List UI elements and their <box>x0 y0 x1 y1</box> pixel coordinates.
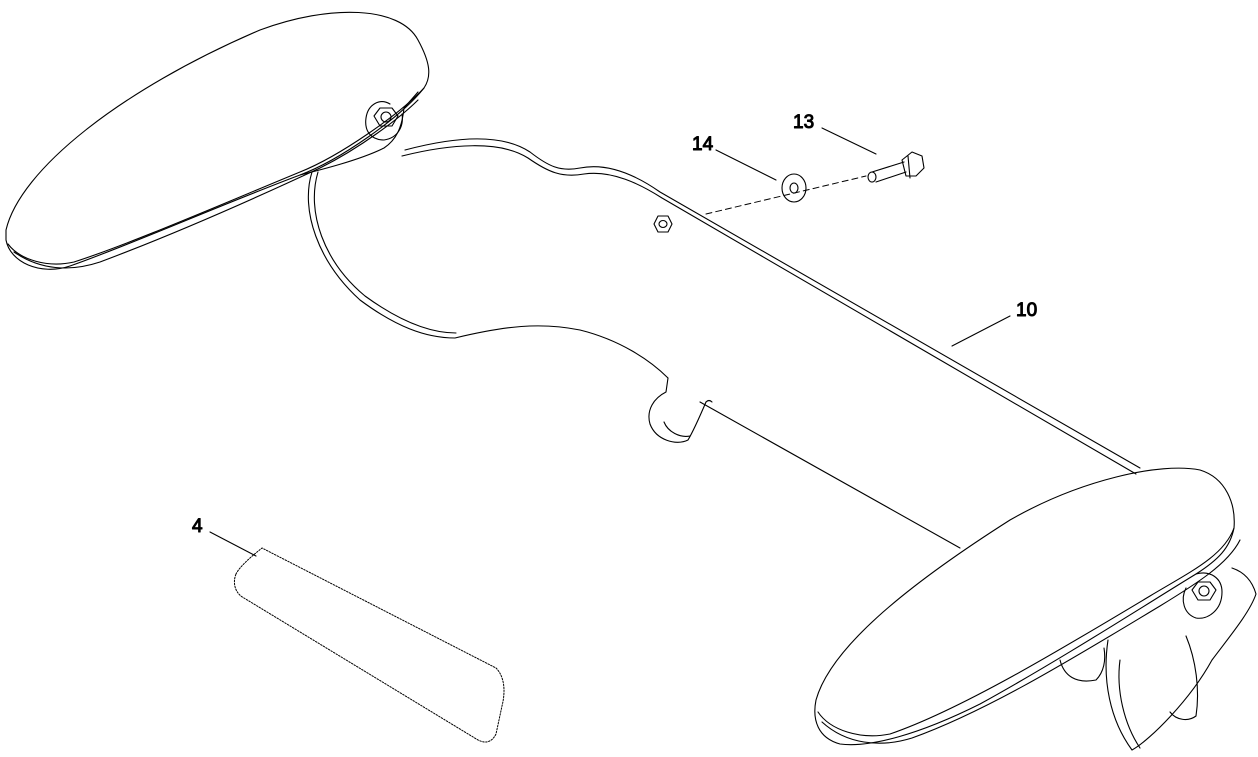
callout-4: 4 <box>192 516 203 537</box>
nut <box>653 215 673 233</box>
leader-13 <box>821 127 877 155</box>
armrest-left <box>5 11 430 270</box>
callout-14: 14 <box>692 134 714 155</box>
leader-4 <box>209 531 257 557</box>
leader-lines <box>209 127 1011 557</box>
callout-10: 10 <box>1016 300 1037 321</box>
armrest-pad-insert <box>233 547 505 743</box>
bolt <box>867 151 925 183</box>
callout-13: 13 <box>793 112 814 133</box>
leader-10 <box>951 315 1011 347</box>
assembly-line <box>705 175 867 215</box>
leader-14 <box>715 149 777 181</box>
washer <box>781 173 807 203</box>
armrest-right <box>814 467 1257 751</box>
armrest-base-plate <box>307 138 1141 549</box>
